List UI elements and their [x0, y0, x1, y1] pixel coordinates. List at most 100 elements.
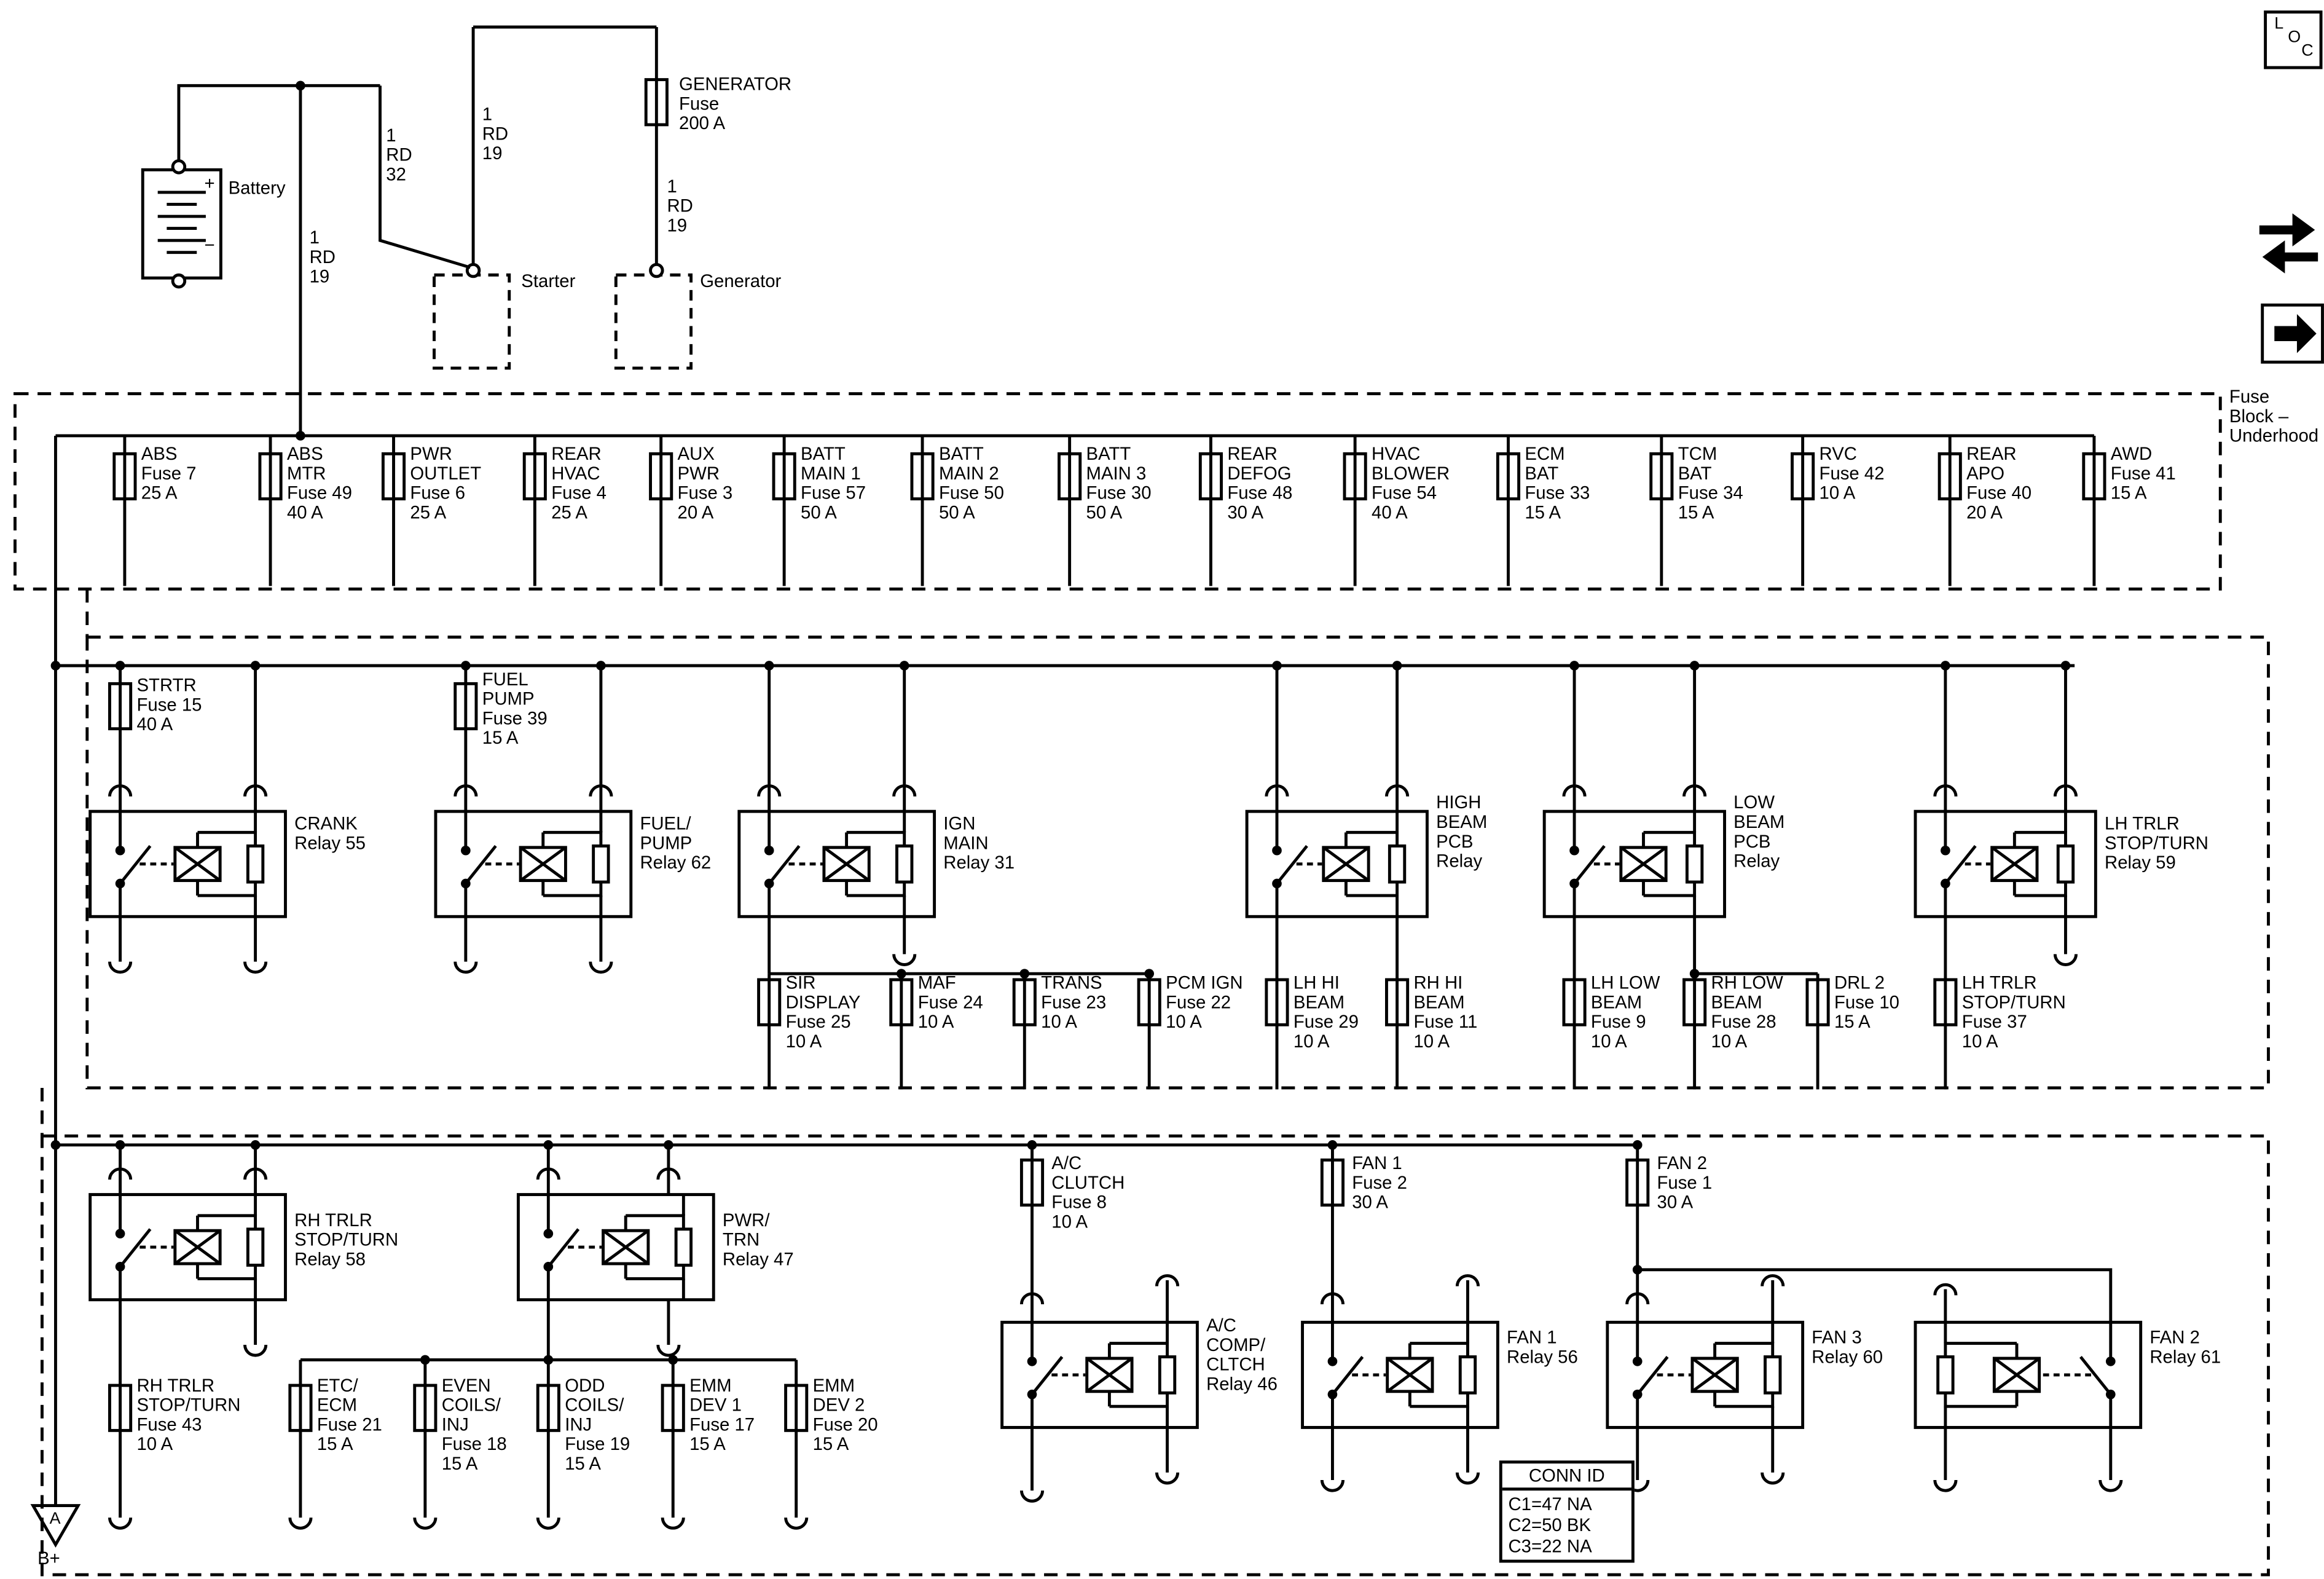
fuse-symbol-abs [112, 452, 137, 501]
label-line: CLTCH [1206, 1353, 1265, 1375]
label-line: STRTR [136, 674, 197, 696]
fuse-symbol-fan-2 [1625, 1158, 1650, 1207]
label-line: PCM IGN [1166, 972, 1243, 993]
label-line: ABS [141, 443, 178, 465]
label-line: 40 A [286, 502, 323, 523]
label-line: STOP/TURN [294, 1229, 399, 1250]
conn-id-row: C1=47 NA [1508, 1494, 1592, 1515]
label-line: 30 A [1227, 502, 1264, 523]
label-line: 10 A [1166, 1011, 1202, 1033]
label-line: 10 A [1961, 1031, 1998, 1052]
label-line: TRN [722, 1229, 760, 1250]
label-line: DISPLAY [785, 991, 861, 1013]
label-line: 15 A [482, 727, 519, 749]
label-line: Relay 60 [1812, 1346, 1883, 1368]
relay-symbol-fan-2 [1914, 1320, 2143, 1429]
label-line: Fuse 33 [1525, 482, 1590, 503]
label-line: EMM [689, 1374, 732, 1396]
label-line: INJ [441, 1414, 469, 1435]
label-line: BEAM [1413, 991, 1465, 1013]
fuse-symbol-rh-low-beam [1682, 978, 1707, 1026]
wire-label-battery-to-starter: 1 RD 32 [386, 125, 412, 184]
label-line: MAIN [943, 832, 989, 854]
label-line: Fuse 30 [1086, 482, 1152, 503]
fuse-symbol-trans [1012, 978, 1037, 1026]
label-line: Fuse 1 [1657, 1171, 1713, 1194]
label-line: DEV 2 [812, 1394, 865, 1416]
label-line: RVC [1819, 443, 1857, 465]
relay-symbol-ign-main [737, 809, 936, 918]
label-line: Fuse 10 [1834, 991, 1899, 1013]
next-page-arrow-icon [2261, 303, 2324, 364]
label-line: Fuse 48 [1227, 482, 1293, 503]
label-line: Fuse 19 [565, 1433, 630, 1455]
service-arrows-icon [2259, 213, 2318, 274]
label-line: 15 A [689, 1433, 726, 1455]
fuse-symbol-abs-mtr [258, 452, 283, 501]
label-line: PWR [677, 462, 720, 484]
label-line: Fuse 49 [286, 482, 352, 503]
conn-id-header: CONN ID [1502, 1463, 1631, 1491]
label-line: 15 A [1525, 502, 1561, 523]
label-line: BEAM [1733, 811, 1785, 833]
relay-symbol-high-beam-pcb [1245, 809, 1429, 918]
battery-label: Battery [228, 177, 286, 199]
starter-label: Starter [521, 270, 576, 292]
label-line: EMM [812, 1374, 855, 1396]
label-line: LOW [1733, 792, 1775, 813]
fuse-symbol-ac-clutch [1019, 1158, 1045, 1207]
label-line: RD [309, 246, 336, 268]
label-line: ODD [565, 1374, 605, 1396]
label-line: Fuse 37 [1961, 1011, 2027, 1033]
label-line: PCB [1436, 830, 1474, 853]
relay-symbol-ac-comp-cltch [1000, 1320, 1199, 1429]
wire-label-starter-feed: 1 RD 19 [482, 104, 509, 163]
fuse-symbol-pwr-outlet [381, 452, 406, 501]
label-line: Fuse [2229, 386, 2270, 408]
label-line: Fuse 40 [1966, 482, 2032, 503]
label-line: PWR/ [722, 1209, 770, 1231]
label-line: STOP/TURN [136, 1394, 241, 1416]
label-line: RD [482, 123, 509, 144]
label-line: 25 A [410, 502, 447, 523]
label-line: 10 A [917, 1011, 954, 1033]
label-line: MAF [917, 972, 956, 993]
fuse-symbol-emm-dev-2 [784, 1384, 809, 1432]
label-line: EVEN [441, 1374, 491, 1396]
label-line: 15 A [1678, 502, 1714, 523]
label-line: APO [1966, 462, 2005, 484]
label-line: RD [386, 144, 412, 165]
label-line: ABS [286, 443, 323, 465]
fuse-symbol-awd [2082, 452, 2106, 501]
relay-symbol-lh-trlr-stop-turn [1914, 809, 2097, 918]
fuse-symbol-aux-pwr [649, 452, 673, 501]
label-line: A/C [1051, 1152, 1082, 1174]
label-line: 15 A [565, 1453, 601, 1475]
label-line: Relay [1733, 850, 1780, 872]
label-line: 15 A [316, 1433, 353, 1455]
label-line: RH TRLR [136, 1374, 215, 1396]
bottom-output-wires [108, 1299, 2123, 1530]
conn-id-row: C3=22 NA [1508, 1535, 1592, 1557]
starter-box [433, 262, 511, 370]
label-line: 20 A [1966, 502, 2003, 523]
label-line: Fuse [679, 93, 720, 114]
